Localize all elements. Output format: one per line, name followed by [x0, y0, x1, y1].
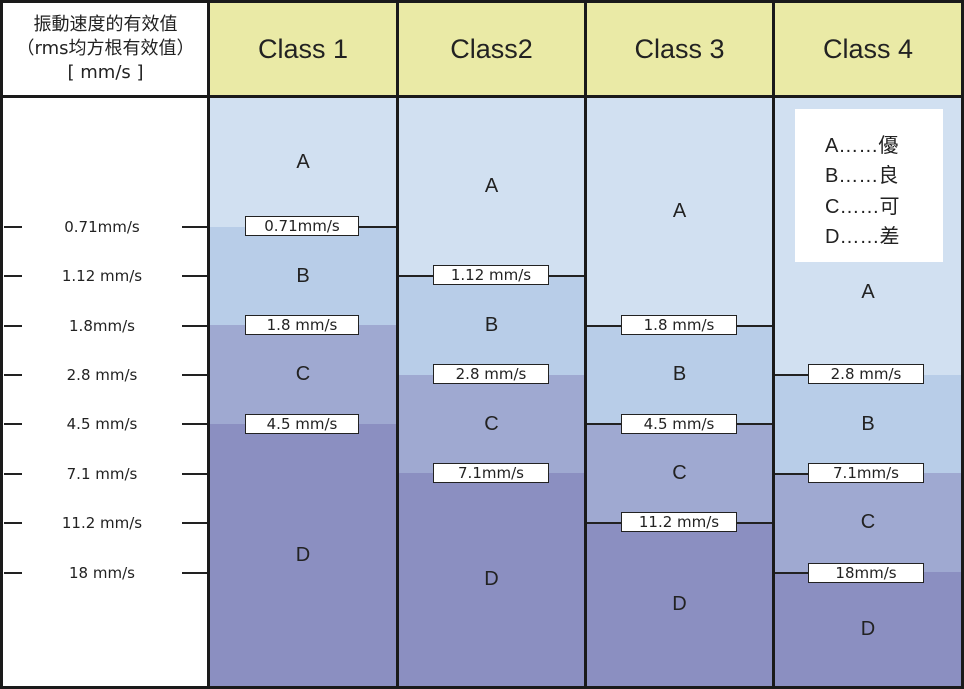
class-2-boundary-1-12: 1.12 mm/s: [433, 265, 549, 285]
scale-label-2-8: 2.8 mm/s: [22, 365, 182, 385]
class-2-column: A B C D: [399, 97, 584, 686]
class-2-boundary-line: [397, 275, 433, 277]
class-3-boundary-line: [736, 522, 774, 524]
legend-grade-a: A……: [825, 135, 879, 157]
class-2-boundary-line: [548, 275, 586, 277]
class-1-column: A B C D: [210, 97, 396, 686]
scale-label-1-8: 1.8mm/s: [22, 316, 182, 336]
class-4-boundary-2-8: 2.8 mm/s: [808, 364, 924, 384]
legend-meaning-d: 差: [879, 226, 900, 248]
class-4-boundary-line: [774, 374, 808, 376]
class-4-band-c: C: [775, 473, 961, 572]
header-class-4: Class 4: [775, 2, 961, 96]
scale-label-4-5: 4.5 mm/s: [22, 414, 182, 434]
class-1-band-a: A: [210, 97, 396, 227]
class-3-boundary-line: [736, 423, 774, 425]
grid-top-line: [0, 0, 964, 3]
grid-line-col-1: [207, 0, 210, 689]
class-4-band-a-label: A: [861, 281, 875, 303]
grid-bottom-line: [0, 686, 964, 689]
scale-label-1-12: 1.12 mm/s: [22, 266, 182, 286]
header-title-line-1: 振動速度的有效值: [33, 14, 178, 35]
legend-item-d: D……差: [825, 220, 899, 249]
class-2-band-b: B: [399, 276, 584, 375]
scale-label-7-1: 7.1 mm/s: [22, 464, 182, 484]
legend-grade-c: C……: [825, 196, 880, 218]
class-4-boundary-7-1: 7.1mm/s: [808, 463, 924, 483]
header-class-2: Class2: [399, 2, 584, 96]
grid-line-col-4: [772, 0, 775, 689]
class-3-band-b: B: [587, 325, 772, 424]
class-3-boundary-line: [586, 423, 621, 425]
class-2-band-d: D: [399, 473, 584, 686]
scale-label-18: 18 mm/s: [22, 563, 182, 583]
scale-label-11-2: 11.2 mm/s: [22, 513, 182, 533]
header-title-line-3: [ mm/s ]: [67, 62, 144, 83]
grid-line-left: [0, 0, 3, 689]
legend-meaning-c: 可: [879, 196, 900, 218]
header-class-3: Class 3: [587, 2, 772, 96]
class-1-boundary-0-71: 0.71mm/s: [245, 216, 359, 236]
class-3-boundary-1-8: 1.8 mm/s: [621, 315, 737, 335]
class-1-boundary-line: [357, 226, 397, 228]
class-2-boundary-7-1: 7.1mm/s: [433, 463, 549, 483]
class-2-band-a: A: [399, 97, 584, 276]
class-3-boundary-line: [586, 325, 621, 327]
legend-grade-d: D……: [825, 226, 880, 248]
class-2-band-c: C: [399, 375, 584, 473]
scale-label-0-71: 0.71mm/s: [22, 217, 182, 237]
class-1-boundary-1-8: 1.8 mm/s: [245, 315, 359, 335]
class-1-band-c: C: [210, 325, 396, 424]
header-title-line-2: （rms均方根有效值）: [16, 38, 195, 59]
grid-header-line: [0, 95, 964, 98]
grade-legend: A……優 B……良 C……可 D……差: [795, 109, 943, 262]
class-4-boundary-line: [774, 572, 808, 574]
class-3-boundary-line: [586, 522, 621, 524]
class-2-boundary-2-8: 2.8 mm/s: [433, 364, 549, 384]
class-3-column: A B C D: [587, 97, 772, 686]
legend-meaning-b: 良: [878, 165, 899, 187]
class-4-band-d: D: [775, 572, 961, 686]
header-class-1: Class 1: [210, 2, 396, 96]
legend-item-c: C……可: [825, 190, 899, 219]
header-title-cell: 振動速度的有效值 （rms均方根有效值） [ mm/s ]: [3, 2, 208, 96]
class-1-band-d: D: [210, 424, 396, 686]
legend-item-b: B……良: [825, 159, 898, 188]
class-3-band-d: D: [587, 522, 772, 686]
class-4-band-b: B: [775, 375, 961, 473]
class-1-boundary-4-5: 4.5 mm/s: [245, 414, 359, 434]
grid-line-right: [961, 0, 964, 689]
class-4-boundary-line: [774, 473, 808, 475]
class-3-boundary-4-5: 4.5 mm/s: [621, 414, 737, 434]
class-1-band-b: B: [210, 227, 396, 325]
class-3-boundary-line: [736, 325, 774, 327]
legend-meaning-a: 優: [878, 135, 899, 157]
class-3-boundary-11-2: 11.2 mm/s: [621, 512, 737, 532]
legend-item-a: A……優: [825, 129, 898, 158]
grid-line-col-3: [584, 0, 587, 689]
grid-line-col-2: [396, 0, 399, 689]
class-3-band-a: A: [587, 97, 772, 325]
legend-grade-b: B……: [825, 165, 879, 187]
class-4-boundary-18: 18mm/s: [808, 563, 924, 583]
class-3-band-c: C: [587, 424, 772, 522]
